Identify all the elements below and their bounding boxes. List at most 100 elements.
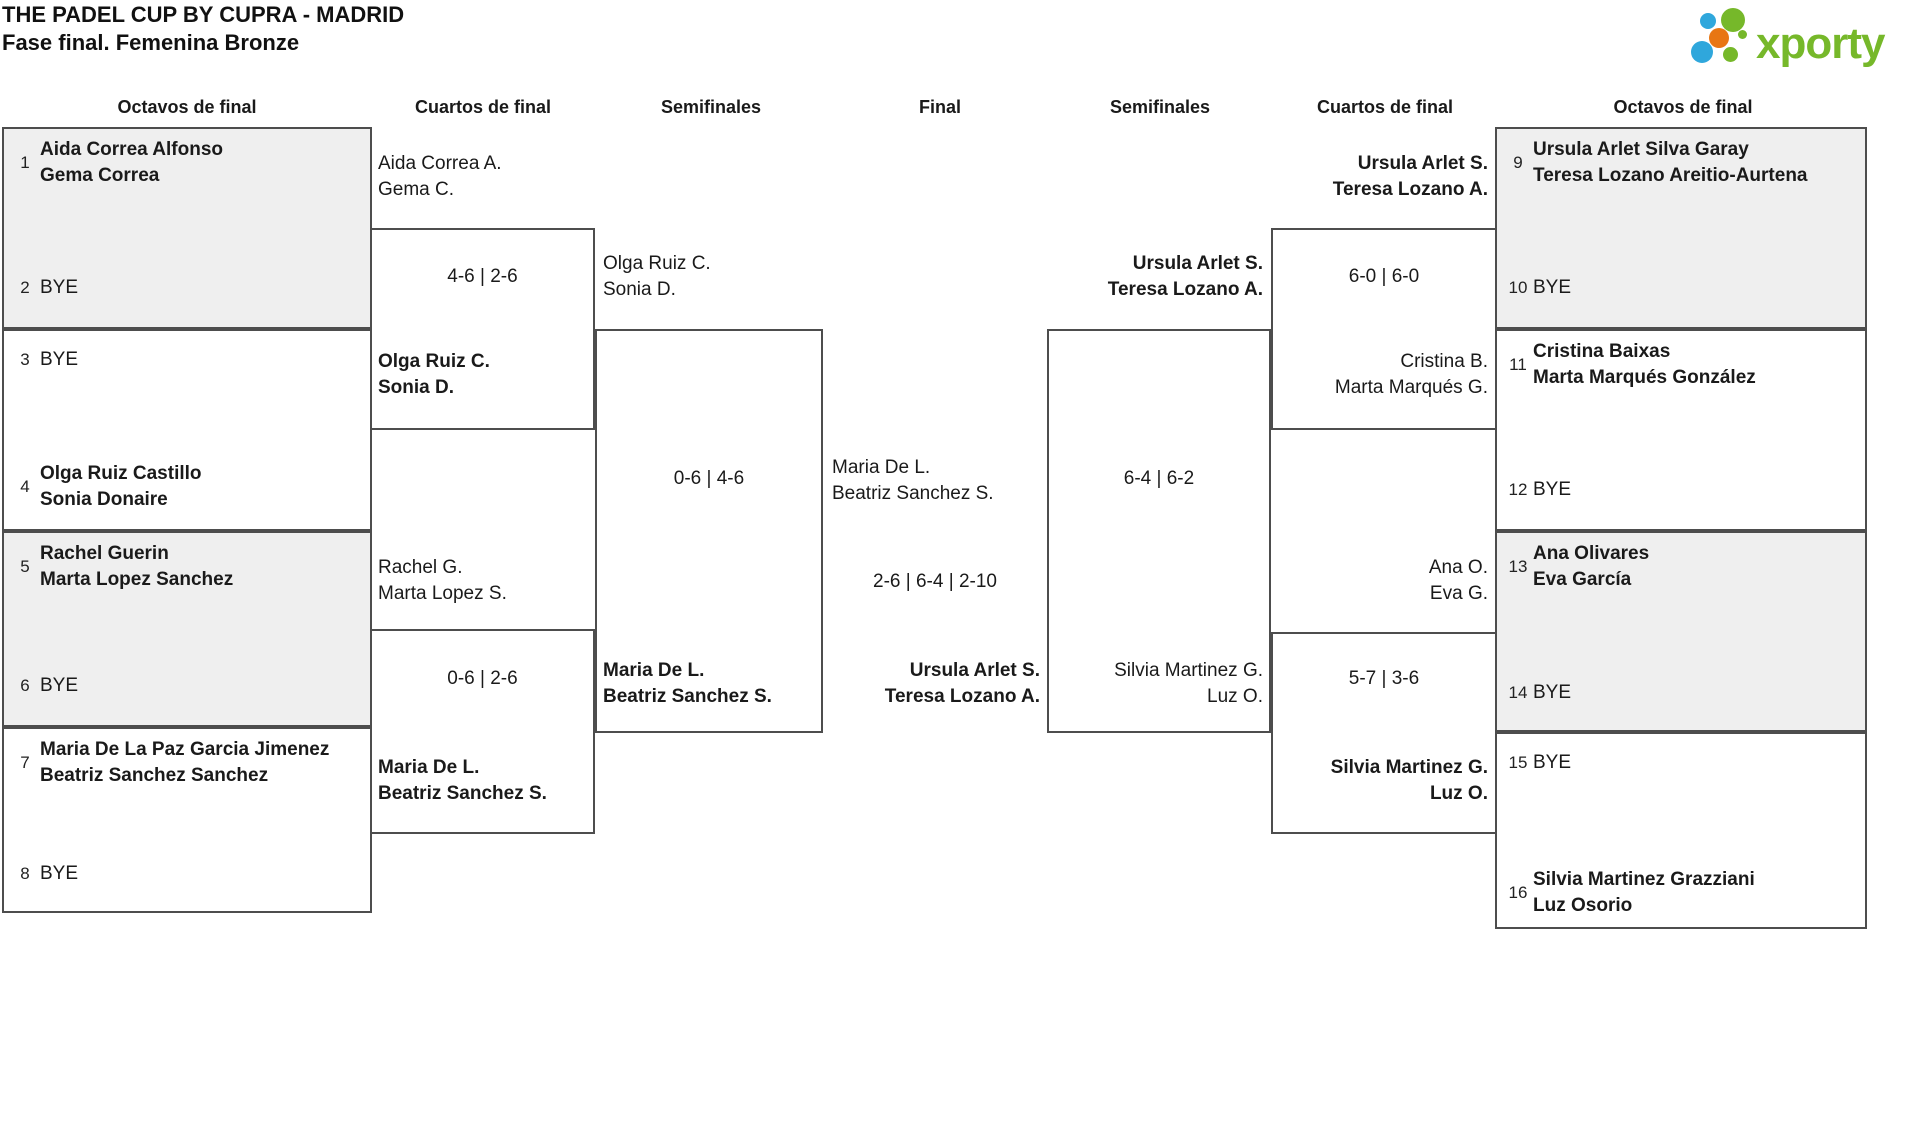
team-name: Silvia Martinez Grazziani Luz Osorio <box>1533 867 1755 919</box>
bracket-box-3-4: 3 BYE 4 Olga Ruiz Castillo Sonia Donaire <box>2 329 372 531</box>
team-slot: 13 Ana Olivares Eva García <box>1505 541 1650 593</box>
team-slot: 4 Olga Ruiz Castillo Sonia Donaire <box>12 461 202 513</box>
bracket-box-5-6: 5 Rachel Guerin Marta Lopez Sanchez 6 BY… <box>2 531 372 727</box>
player-2: Beatriz Sanchez S. <box>832 483 994 504</box>
logo-dot-blue-small-icon <box>1700 13 1716 29</box>
team-name: Cristina Baixas Marta Marqués González <box>1533 339 1756 391</box>
seed-number: 4 <box>20 477 30 496</box>
match-score: 6-4 | 6-2 <box>1123 468 1195 489</box>
player-1: Silvia Martinez G. <box>1114 660 1263 681</box>
bye-label: BYE <box>1533 479 1572 500</box>
logo-dot-green-tiny-icon <box>1738 30 1747 39</box>
round-header-cuartos-left: Cuartos de final <box>414 97 552 117</box>
round-header-final: Final <box>918 97 962 117</box>
player-2: Sonia D. <box>603 279 676 300</box>
team-slot: 3 BYE <box>12 349 78 371</box>
team-name: Ana Olivares Eva García <box>1533 541 1649 593</box>
player-1: Ursula Arlet S. <box>909 660 1040 681</box>
bracket-box-7-8: 7 Maria De La Paz Garcia Jimenez Beatriz… <box>2 727 372 913</box>
logo-dot-green-small-icon <box>1723 47 1738 62</box>
seed-number: 13 <box>1508 557 1528 576</box>
player-2: Gema Correa <box>40 165 160 186</box>
team-label-winner: Ursula Arlet S. Teresa Lozano A. <box>1278 151 1488 203</box>
team-slot: 5 Rachel Guerin Marta Lopez Sanchez <box>12 541 233 593</box>
team-slot: 8 BYE <box>12 863 78 885</box>
player-1: Cristina Baixas <box>1533 341 1671 362</box>
player-2: Teresa Lozano A. <box>884 686 1040 707</box>
bye-label: BYE <box>1533 277 1572 298</box>
player-1: Ana Olivares <box>1533 543 1650 564</box>
bracket-box-13-14: 13 Ana Olivares Eva García 14 BYE <box>1495 531 1867 732</box>
match-line-quarter-left-2 <box>370 629 595 834</box>
player-2: Luz Osorio <box>1533 895 1633 916</box>
match-score: 5-7 | 3-6 <box>1348 668 1420 689</box>
logo-dot-blue-large-icon <box>1691 41 1713 63</box>
match-line-quarter-left-1 <box>370 228 595 430</box>
player-2: Teresa Lozano A. <box>1107 279 1263 300</box>
player-1: Aida Correa A. <box>378 153 502 174</box>
seed-number: 14 <box>1508 683 1528 702</box>
player-2: Marta Marqués G. <box>1334 377 1488 398</box>
player-1: Ursula Arlet S. <box>1357 153 1488 174</box>
team-name: Rachel Guerin Marta Lopez Sanchez <box>40 541 233 593</box>
bye-label: BYE <box>40 349 79 370</box>
team-slot: 6 BYE <box>12 675 78 697</box>
team-label: Olga Ruiz C. Sonia D. <box>603 251 711 303</box>
bye-label: BYE <box>40 863 79 884</box>
player-1: Maria De L. <box>603 660 705 681</box>
team-label-winner: Olga Ruiz C. Sonia D. <box>378 349 490 401</box>
team-name: Ursula Arlet Silva Garay Teresa Lozano A… <box>1533 137 1808 189</box>
team-slot: 11 Cristina Baixas Marta Marqués Gonzále… <box>1505 339 1756 391</box>
player-2: Beatriz Sanchez S. <box>378 783 547 804</box>
bracket-box-15-16: 15 BYE 16 Silvia Martinez Grazziani Luz … <box>1495 732 1867 929</box>
player-1: Olga Ruiz C. <box>603 253 711 274</box>
bye-label: BYE <box>1533 682 1572 703</box>
round-header-semis-right: Semifinales <box>1109 97 1211 117</box>
bye-label: BYE <box>40 277 79 298</box>
player-2: Marta Marqués González <box>1533 367 1756 388</box>
player-2: Sonia Donaire <box>40 489 168 510</box>
player-1: Rachel G. <box>378 557 463 578</box>
match-score: 4-6 | 2-6 <box>447 266 518 287</box>
player-1: Olga Ruiz Castillo <box>40 463 202 484</box>
round-header-octavos-left: Octavos de final <box>117 97 257 117</box>
match-score: 0-6 | 2-6 <box>447 668 518 689</box>
match-score: 6-0 | 6-0 <box>1348 266 1420 287</box>
match-line-quarter-right-2 <box>1271 632 1497 834</box>
round-header-octavos-right: Octavos de final <box>1613 97 1753 117</box>
match-line-semi-right <box>1047 329 1271 733</box>
team-slot: 14 BYE <box>1505 682 1572 704</box>
player-2: Teresa Lozano A. <box>1332 179 1488 200</box>
player-1: Silvia Martinez Grazziani <box>1533 869 1755 890</box>
seed-number: 10 <box>1508 278 1528 297</box>
round-header-cuartos-right: Cuartos de final <box>1316 97 1454 117</box>
player-2: Luz O. <box>1429 783 1488 804</box>
team-label-winner: Ursula Arlet S. Teresa Lozano A. <box>1053 251 1263 303</box>
team-label-champion: Ursula Arlet S. Teresa Lozano A. <box>830 658 1040 710</box>
team-slot: 9 Ursula Arlet Silva Garay Teresa Lozano… <box>1505 137 1808 189</box>
bracket-box-11-12: 11 Cristina Baixas Marta Marqués Gonzále… <box>1495 329 1867 531</box>
team-slot: 12 BYE <box>1505 479 1572 501</box>
team-label: Aida Correa A. Gema C. <box>378 151 502 203</box>
player-2: Eva García <box>1533 569 1632 590</box>
logo-dot-orange-icon <box>1709 28 1729 48</box>
round-header-semis-left: Semifinales <box>660 97 762 117</box>
seed-number: 1 <box>20 153 30 172</box>
team-name: Olga Ruiz Castillo Sonia Donaire <box>40 461 202 513</box>
match-score: 2-6 | 6-4 | 2-10 <box>873 571 997 592</box>
team-label: Silvia Martinez G. Luz O. <box>1053 658 1263 710</box>
player-1: Cristina B. <box>1400 351 1488 372</box>
team-label-winner: Silvia Martinez G. Luz O. <box>1278 755 1488 807</box>
player-1: Maria De La Paz Garcia Jimenez <box>40 739 330 760</box>
seed-number: 16 <box>1508 883 1528 902</box>
player-1: Olga Ruiz C. <box>378 351 490 372</box>
player-2: Beatriz Sanchez S. <box>603 686 772 707</box>
logo-wordmark: xporty <box>1756 19 1885 68</box>
page-title: THE PADEL CUP BY CUPRA - MADRID <box>2 2 405 27</box>
player-2: Marta Lopez S. <box>378 583 507 604</box>
seed-number: 6 <box>20 676 30 695</box>
bracket-box-9-10: 9 Ursula Arlet Silva Garay Teresa Lozano… <box>1495 127 1867 329</box>
team-slot: 10 BYE <box>1505 277 1572 299</box>
seed-number: 7 <box>20 753 30 772</box>
player-2: Marta Lopez Sanchez <box>40 569 234 590</box>
